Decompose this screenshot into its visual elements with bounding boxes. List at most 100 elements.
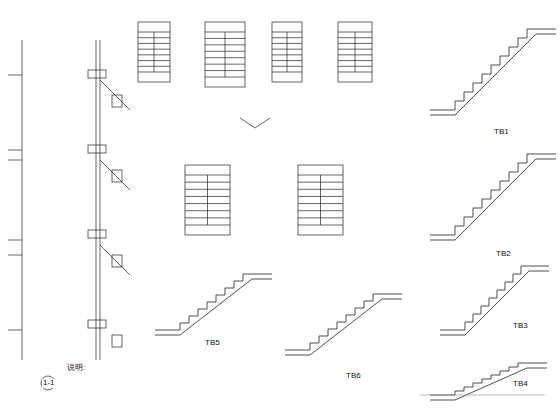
stroke bbox=[180, 323, 181, 330]
stroke bbox=[298, 175, 343, 176]
stroke bbox=[482, 379, 491, 380]
stroke bbox=[252, 274, 272, 275]
stroke bbox=[180, 279, 252, 335]
stroke bbox=[205, 64, 245, 65]
stroke bbox=[155, 330, 180, 331]
stroke bbox=[272, 66, 302, 67]
stroke bbox=[319, 336, 328, 337]
stroke bbox=[455, 391, 464, 392]
stroke bbox=[205, 32, 245, 33]
stroke bbox=[481, 306, 482, 314]
stroke bbox=[185, 217, 230, 218]
stroke bbox=[455, 226, 456, 235]
stroke bbox=[216, 295, 217, 302]
stroke bbox=[205, 51, 245, 52]
stroke bbox=[509, 47, 518, 48]
stroke bbox=[272, 32, 302, 33]
stroke bbox=[346, 315, 355, 316]
stroke bbox=[355, 308, 364, 309]
stroke bbox=[536, 159, 556, 160]
stroke bbox=[346, 315, 347, 322]
stroke bbox=[518, 163, 527, 164]
stroke bbox=[185, 203, 230, 204]
stroke bbox=[155, 335, 180, 336]
stroke bbox=[489, 298, 497, 299]
stroke bbox=[440, 335, 465, 336]
stroke bbox=[207, 175, 208, 225]
stroke bbox=[198, 309, 207, 310]
stroke bbox=[298, 210, 343, 211]
stroke bbox=[205, 70, 245, 71]
stroke bbox=[338, 43, 372, 44]
stroke bbox=[138, 72, 170, 73]
stroke bbox=[473, 314, 474, 322]
stroke bbox=[513, 274, 521, 275]
stroke bbox=[440, 330, 465, 331]
stroke bbox=[491, 375, 492, 379]
notes-heading: 说明: bbox=[66, 364, 86, 373]
stroke bbox=[320, 175, 321, 225]
stroke bbox=[185, 182, 230, 183]
stroke bbox=[527, 29, 528, 38]
stroke bbox=[310, 343, 319, 344]
stroke bbox=[338, 72, 372, 73]
section-1-1 bbox=[8, 40, 130, 390]
stroke bbox=[464, 92, 473, 93]
stroke bbox=[527, 363, 547, 364]
stroke bbox=[527, 29, 536, 30]
stroke bbox=[185, 196, 230, 197]
stroke bbox=[285, 355, 310, 356]
stroke bbox=[338, 49, 372, 50]
stroke bbox=[489, 298, 490, 306]
stroke bbox=[518, 363, 527, 364]
stroke bbox=[285, 350, 310, 351]
stroke bbox=[319, 336, 320, 343]
stroke bbox=[473, 208, 474, 217]
stroke bbox=[216, 295, 225, 296]
stroke bbox=[185, 210, 230, 211]
stroke bbox=[252, 279, 272, 280]
stroke bbox=[500, 371, 509, 372]
stroke bbox=[482, 74, 483, 83]
stroke bbox=[482, 199, 491, 200]
stroke bbox=[509, 172, 518, 173]
stroke bbox=[205, 57, 245, 58]
stroke bbox=[529, 271, 549, 272]
stroke bbox=[138, 60, 170, 61]
section-mark: 1-1 bbox=[42, 379, 56, 388]
stroke bbox=[473, 314, 481, 315]
stroke bbox=[430, 110, 455, 111]
stair-tag: TB4 bbox=[512, 380, 529, 389]
stroke bbox=[243, 274, 252, 275]
stroke bbox=[207, 302, 216, 303]
stroke bbox=[382, 294, 402, 295]
stroke bbox=[513, 274, 514, 282]
stroke bbox=[337, 322, 338, 329]
stroke bbox=[473, 383, 474, 387]
stroke bbox=[189, 316, 198, 317]
stroke bbox=[207, 302, 208, 309]
stroke bbox=[198, 309, 199, 316]
stroke bbox=[455, 101, 456, 110]
stair-tag: TB2 bbox=[495, 250, 512, 259]
stroke bbox=[518, 38, 519, 47]
stair-flights bbox=[155, 29, 556, 400]
stroke bbox=[482, 199, 483, 208]
stroke bbox=[298, 196, 343, 197]
stroke bbox=[500, 56, 501, 65]
stroke bbox=[243, 274, 244, 281]
stroke bbox=[138, 54, 170, 55]
stroke bbox=[455, 34, 536, 115]
stroke bbox=[185, 175, 230, 176]
stroke bbox=[464, 92, 465, 101]
stroke bbox=[338, 37, 372, 38]
stroke bbox=[298, 225, 343, 226]
stroke bbox=[272, 37, 302, 38]
stroke bbox=[521, 266, 522, 274]
stair-tag: TB5 bbox=[204, 339, 221, 348]
stroke bbox=[481, 306, 489, 307]
stroke bbox=[298, 217, 343, 218]
stroke bbox=[225, 288, 226, 295]
stroke bbox=[521, 266, 529, 267]
